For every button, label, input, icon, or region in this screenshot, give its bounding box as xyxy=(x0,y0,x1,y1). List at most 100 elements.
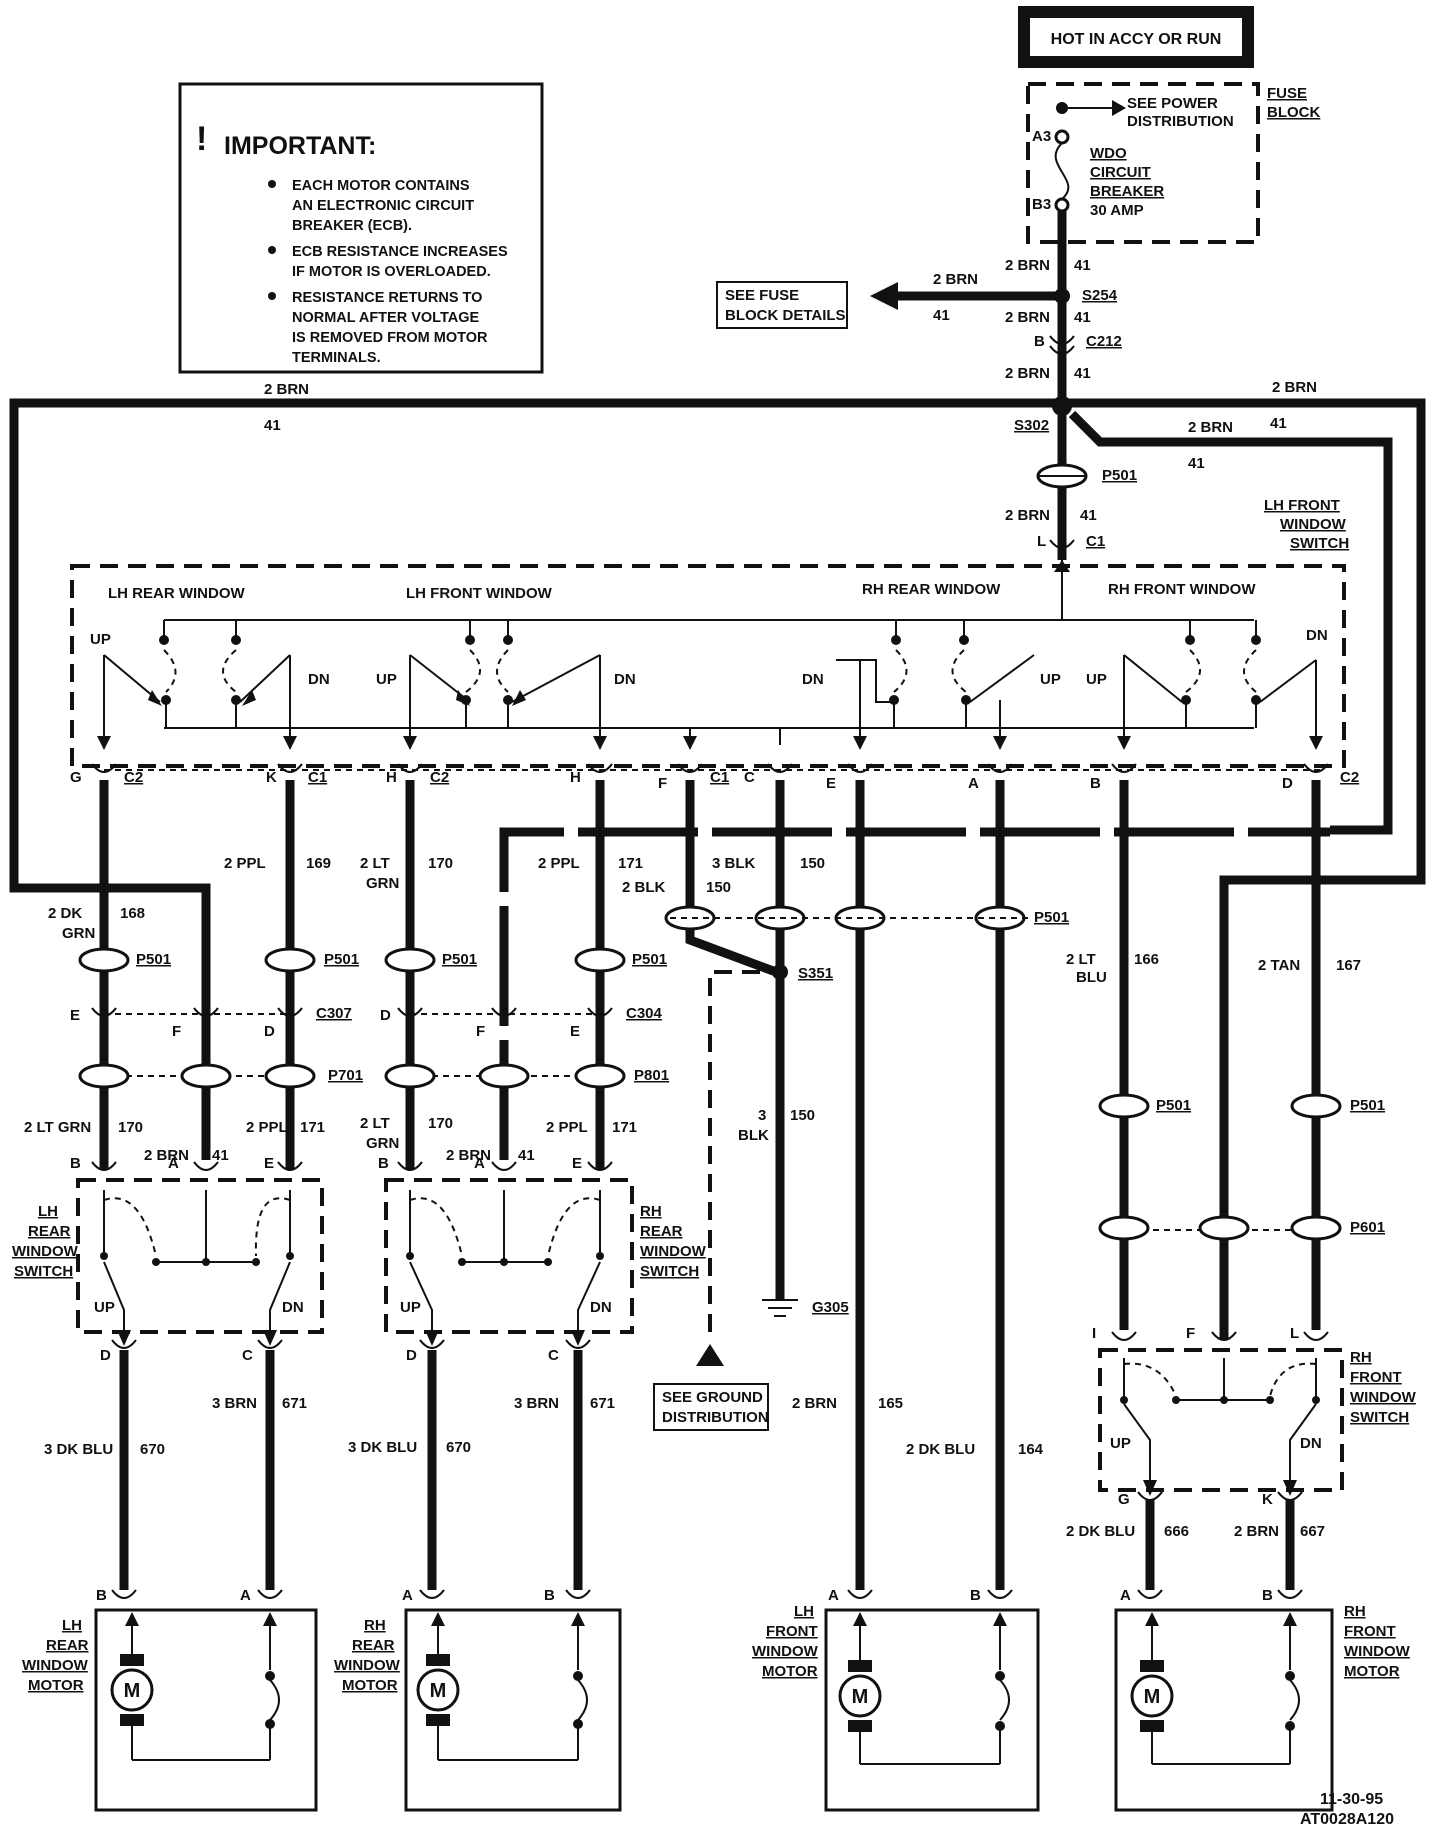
svg-text:SEE FUSE: SEE FUSE xyxy=(725,287,799,304)
svg-text:D: D xyxy=(100,1347,111,1364)
svg-text:REAR: REAR xyxy=(28,1223,71,1240)
svg-text:B: B xyxy=(378,1155,389,1172)
svg-text:F: F xyxy=(1186,1325,1195,1342)
svg-text:F: F xyxy=(172,1023,181,1040)
svg-text:!: ! xyxy=(196,120,207,158)
see-fuse-block-box xyxy=(716,281,848,329)
svg-text:P501: P501 xyxy=(136,951,171,968)
svg-text:666: 666 xyxy=(1164,1523,1189,1540)
svg-text:S351: S351 xyxy=(798,965,833,982)
svg-text:2 DK BLU: 2 DK BLU xyxy=(906,1441,975,1458)
svg-text:E: E xyxy=(570,1023,580,1040)
svg-text:IS REMOVED FROM MOTOR: IS REMOVED FROM MOTOR xyxy=(292,330,488,346)
svg-text:2 BRN: 2 BRN xyxy=(1005,257,1050,274)
svg-text:WINDOW: WINDOW xyxy=(752,1643,819,1660)
svg-text:A: A xyxy=(968,775,979,792)
lh-rear-window-motor: B A LH REAR WINDOW MOTOR M xyxy=(22,1587,318,1812)
svg-text:C: C xyxy=(744,769,755,786)
svg-text:M: M xyxy=(124,1680,141,1702)
svg-text:WINDOW: WINDOW xyxy=(1280,516,1347,533)
svg-text:41: 41 xyxy=(518,1147,535,1164)
svg-text:41: 41 xyxy=(264,417,281,434)
svg-text:P501: P501 xyxy=(1350,1097,1385,1114)
svg-text:P501: P501 xyxy=(1034,909,1069,926)
svg-text:UP: UP xyxy=(376,671,397,688)
lh-front-window-switch-box xyxy=(70,564,1346,768)
svg-text:F: F xyxy=(658,775,667,792)
svg-text:ECB RESISTANCE INCREASES: ECB RESISTANCE INCREASES xyxy=(292,244,508,260)
important-title: IMPORTANT: xyxy=(224,132,376,160)
svg-text:671: 671 xyxy=(282,1395,307,1412)
svg-text:2 BRN: 2 BRN xyxy=(1234,1523,1279,1540)
svg-text:C304: C304 xyxy=(626,1005,663,1022)
svg-text:2 BRN: 2 BRN xyxy=(446,1147,491,1164)
svg-text:41: 41 xyxy=(1270,415,1287,432)
svg-text:MOTOR: MOTOR xyxy=(342,1677,398,1694)
see-ground-box xyxy=(653,1383,769,1431)
lh-front-window-motor: A B LH FRONT WINDOW MOTOR M xyxy=(752,1587,1040,1812)
svg-text:M: M xyxy=(852,1686,869,1708)
svg-text:A: A xyxy=(240,1587,251,1604)
svg-text:WINDOW: WINDOW xyxy=(1344,1643,1411,1660)
svg-text:171: 171 xyxy=(618,855,643,872)
svg-text:SWITCH: SWITCH xyxy=(1290,535,1349,552)
svg-text:DN: DN xyxy=(1300,1435,1322,1452)
svg-text:171: 171 xyxy=(612,1119,637,1136)
svg-text:3 DK BLU: 3 DK BLU xyxy=(44,1441,113,1458)
svg-text:SWITCH: SWITCH xyxy=(14,1263,73,1280)
svg-text:30 AMP: 30 AMP xyxy=(1090,202,1144,219)
svg-text:2 PPL: 2 PPL xyxy=(538,855,580,872)
lh-rear-window-switch: B A E LH REAR WINDOW SWITCH UP DN D C xyxy=(12,1155,324,1364)
svg-text:41: 41 xyxy=(212,1147,229,1164)
svg-text:TERMINALS.: TERMINALS. xyxy=(292,350,381,366)
svg-text:UP: UP xyxy=(90,631,111,648)
svg-text:RH: RH xyxy=(1350,1349,1372,1366)
svg-text:170: 170 xyxy=(428,855,453,872)
svg-text:FUSE: FUSE xyxy=(1267,85,1307,102)
svg-text:SWITCH: SWITCH xyxy=(640,1263,699,1280)
svg-text:L: L xyxy=(1037,533,1046,550)
svg-text:EACH MOTOR CONTAINS: EACH MOTOR CONTAINS xyxy=(292,178,470,194)
svg-text:E: E xyxy=(70,1007,80,1024)
svg-text:C: C xyxy=(242,1347,253,1364)
svg-text:RH: RH xyxy=(1344,1603,1366,1620)
svg-text:LH REAR WINDOW: LH REAR WINDOW xyxy=(108,585,245,602)
svg-text:SEE GROUND: SEE GROUND xyxy=(662,1389,763,1406)
svg-text:LH FRONT WINDOW: LH FRONT WINDOW xyxy=(406,585,553,602)
svg-text:F: F xyxy=(476,1023,485,1040)
svg-text:S302: S302 xyxy=(1014,417,1049,434)
svg-text:UP: UP xyxy=(400,1299,421,1316)
svg-text:C307: C307 xyxy=(316,1005,352,1022)
svg-text:DN: DN xyxy=(282,1299,304,1316)
svg-text:REAR: REAR xyxy=(46,1637,89,1654)
svg-text:DISTRIBUTION: DISTRIBUTION xyxy=(1127,113,1234,130)
svg-text:SWITCH: SWITCH xyxy=(1350,1409,1409,1426)
svg-text:166: 166 xyxy=(1134,951,1159,968)
svg-text:GRN: GRN xyxy=(366,1135,399,1152)
svg-text:FRONT: FRONT xyxy=(1344,1623,1396,1640)
svg-text:150: 150 xyxy=(800,855,825,872)
svg-text:41: 41 xyxy=(1074,365,1091,382)
svg-text:RH FRONT WINDOW: RH FRONT WINDOW xyxy=(1108,581,1256,598)
svg-text:LH: LH xyxy=(794,1603,814,1620)
svg-text:H: H xyxy=(570,769,581,786)
rh-rear-window-switch: B A E RH REAR WINDOW SWITCH UP DN D C xyxy=(378,1155,707,1364)
svg-text:WINDOW: WINDOW xyxy=(12,1243,79,1260)
svg-text:GRN: GRN xyxy=(62,925,95,942)
svg-text:MOTOR: MOTOR xyxy=(762,1663,818,1680)
svg-text:DN: DN xyxy=(308,671,330,688)
p501-row xyxy=(78,905,1026,973)
svg-text:A: A xyxy=(828,1587,839,1604)
svg-text:RH: RH xyxy=(640,1203,662,1220)
svg-text:B: B xyxy=(1034,333,1045,350)
svg-text:C: C xyxy=(548,1347,559,1364)
svg-text:150: 150 xyxy=(790,1107,815,1124)
svg-text:2 PPL: 2 PPL xyxy=(246,1119,288,1136)
svg-text:C2: C2 xyxy=(124,769,143,786)
svg-text:D: D xyxy=(406,1347,417,1364)
svg-text:WDO: WDO xyxy=(1090,145,1127,162)
svg-text:41: 41 xyxy=(1074,309,1091,326)
svg-text:REAR: REAR xyxy=(352,1637,395,1654)
svg-text:BLU: BLU xyxy=(1076,969,1107,986)
